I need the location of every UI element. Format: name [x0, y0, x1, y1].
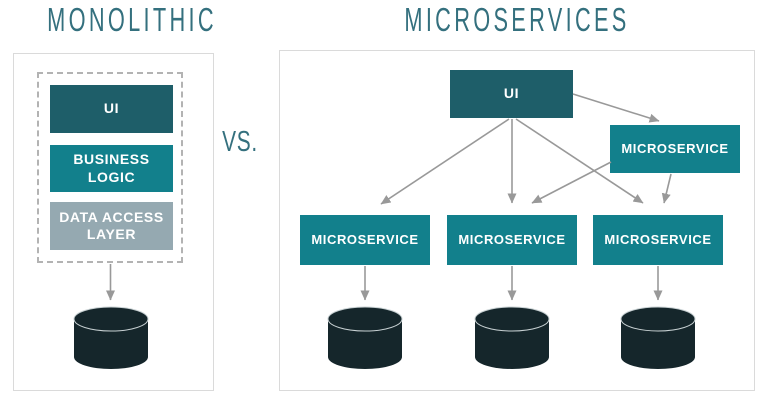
monolith-business-logic-layer: BUSINESS LOGIC [50, 145, 173, 192]
monolith-boundary [37, 72, 183, 263]
monolithic-title: MONOLITHIC [47, 1, 217, 38]
monolith-data-access-layer: DATA ACCESS LAYER [50, 202, 173, 250]
monolith-ui-layer: UI [50, 85, 173, 133]
microservice-satellite-box: MICROSERVICE [610, 125, 740, 173]
database-icon [73, 306, 149, 369]
microservice-box-3: MICROSERVICE [593, 215, 723, 265]
microservices-ui-box: UI [450, 70, 573, 118]
versus-label: VS. [222, 126, 258, 158]
database-icon [474, 306, 550, 369]
microservice-box-1: MICROSERVICE [300, 215, 430, 265]
microservice-box-2: MICROSERVICE [447, 215, 577, 265]
microservices-title: MICROSERVICES [404, 1, 630, 38]
database-icon [620, 306, 696, 369]
database-icon [327, 306, 403, 369]
